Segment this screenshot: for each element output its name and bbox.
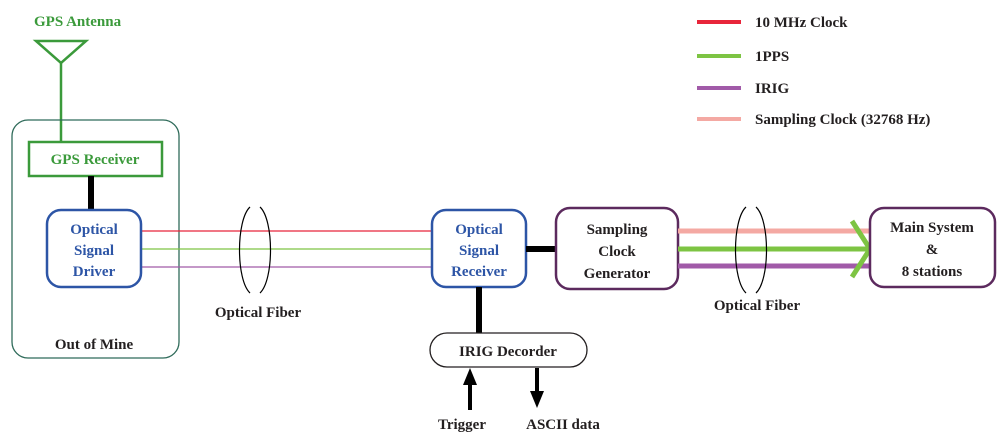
out-of-mine-label: Out of Mine [55, 337, 134, 353]
antenna-icon [32, 39, 90, 142]
trigger-label: Trigger [438, 417, 486, 433]
gps-receiver-box [27, 140, 164, 178]
fiber-1-lines [141, 230, 434, 268]
legend-label-1pps: 1PPS [755, 49, 789, 65]
optical-signal-driver-line-1: Optical [70, 222, 118, 238]
out-of-mine-box [11, 119, 180, 359]
ascii-data-arrow-icon [530, 368, 544, 408]
main-system-line-2: & [926, 242, 939, 258]
legend-label-irig: IRIG [755, 81, 790, 97]
optical-signal-driver-box [45, 208, 143, 289]
optical-signal-driver-line-2: Signal [74, 243, 114, 259]
fiber-2-bundle-icon [734, 206, 768, 294]
optical-signal-receiver-line-2: Signal [459, 243, 499, 259]
sampling-clock-generator-line-2: Clock [598, 244, 636, 260]
main-system-line-3: 8 stations [902, 264, 963, 280]
sampling-clock-generator-line-1: Sampling [587, 222, 648, 238]
gps-antenna-label: GPS Antenna [34, 14, 122, 30]
sampling-clock-generator-line-3: Generator [584, 266, 651, 282]
irig-decoder-label: IRIG Decorder [459, 344, 557, 360]
ascii-data-label: ASCII data [526, 417, 600, 433]
legend: 10 MHz Clock 1PPS IRIG Sampling Clock (3… [697, 15, 930, 128]
fiber-1-bundle-icon [238, 206, 272, 294]
optical-fiber-2-label: Optical Fiber [714, 298, 801, 314]
fiber-2-lines [678, 228, 870, 269]
legend-label-10mhz: 10 MHz Clock [755, 15, 848, 31]
legend-label-sampling: Sampling Clock (32768 Hz) [755, 112, 930, 128]
optical-fiber-1-label: Optical Fiber [215, 305, 302, 321]
irig-decoder-box [429, 332, 588, 368]
optical-signal-driver-line-3: Driver [73, 264, 116, 280]
optical-signal-receiver-line-1: Optical [455, 222, 503, 238]
trigger-arrow-icon [463, 368, 477, 410]
gps-receiver-label: GPS Receiver [51, 152, 140, 168]
optical-signal-receiver-line-3: Receiver [451, 264, 507, 280]
main-system-line-1: Main System [890, 220, 974, 236]
main-system-box [868, 206, 997, 289]
